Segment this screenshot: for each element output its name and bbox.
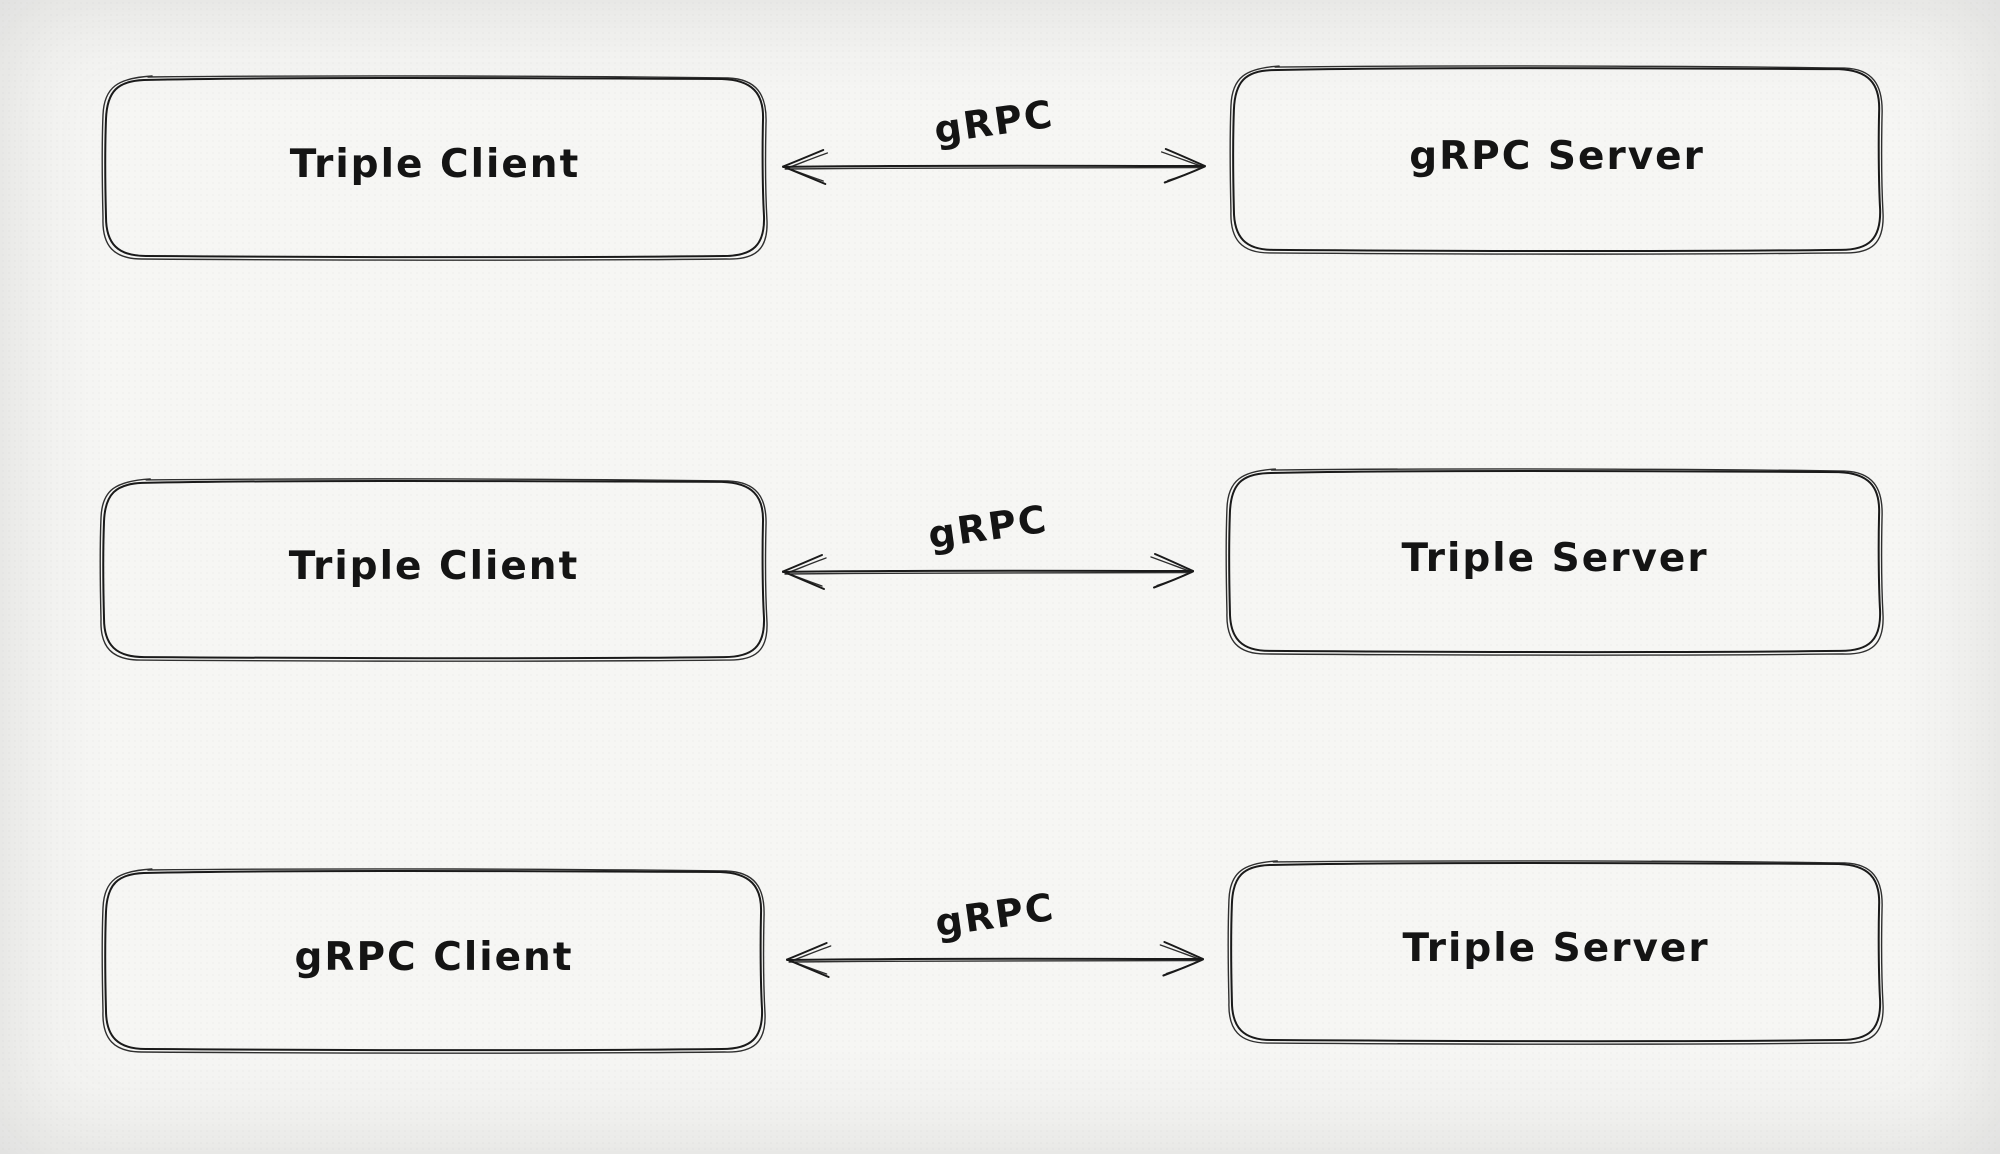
node-triple-client-row1: Triple Client	[100, 73, 770, 263]
node-label: Triple Server	[1401, 535, 1709, 581]
node-label: gRPC Client	[294, 934, 574, 980]
node-label: Triple Client	[289, 141, 581, 187]
connector-row2: gRPC	[778, 497, 1198, 601]
double-arrow-icon	[782, 553, 1194, 590]
node-grpc-client-row3: gRPC Client	[100, 866, 768, 1056]
connector-row1: gRPC	[778, 92, 1210, 196]
node-grpc-server-row1: gRPC Server	[1228, 63, 1886, 257]
double-arrow-icon	[786, 940, 1204, 979]
node-triple-server-row2: Triple Server	[1224, 466, 1886, 658]
node-label: Triple Server	[1402, 926, 1710, 971]
node-triple-client-row2: Triple Client	[98, 476, 770, 664]
node-label: Triple Client	[288, 543, 580, 589]
double-arrow-icon	[782, 147, 1206, 186]
connector-row3: gRPC	[782, 885, 1208, 989]
node-triple-server-row3: Triple Server	[1226, 858, 1886, 1047]
node-label: gRPC Server	[1409, 133, 1705, 179]
